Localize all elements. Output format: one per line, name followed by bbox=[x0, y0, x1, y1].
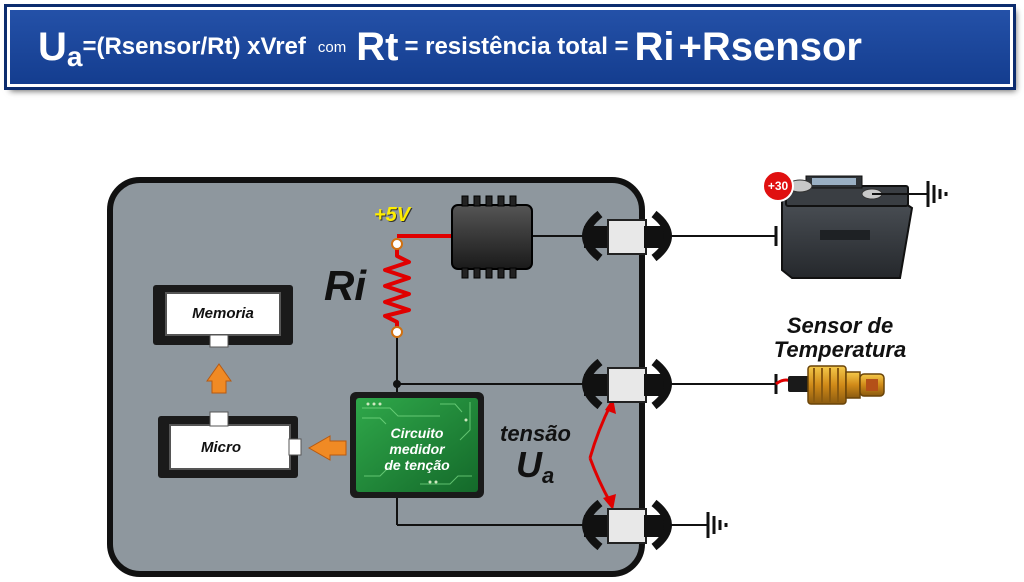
circuit-label-3: de tenção bbox=[384, 457, 450, 473]
formula-ua: U bbox=[38, 24, 67, 69]
ground-icon-ecu bbox=[706, 512, 728, 538]
arrow-circuit-to-micro bbox=[307, 435, 347, 461]
tensao-label: tensão bbox=[500, 421, 571, 446]
memoria-block bbox=[153, 285, 293, 348]
ground-icon-battery bbox=[926, 181, 948, 207]
connector-sensor bbox=[582, 358, 672, 410]
ua-arrow-down-head bbox=[603, 494, 616, 510]
sensor-label-1: Sensor de bbox=[786, 313, 894, 338]
temperature-sensor-icon bbox=[775, 365, 885, 405]
formula-part1: =(Rsensor/Rt) xVref bbox=[82, 33, 306, 60]
voltage-label: +5V bbox=[374, 204, 411, 226]
formula-ri: Ri bbox=[634, 24, 675, 69]
memoria-label: Memoria bbox=[192, 305, 254, 322]
circuit-label-2: medidor bbox=[389, 441, 445, 457]
resistor-terminal-bottom bbox=[391, 326, 403, 338]
measuring-circuit-pcb bbox=[350, 392, 484, 498]
formula-ua-sub: a bbox=[66, 41, 83, 72]
formula-part3: +Rsensor bbox=[678, 24, 862, 69]
circuit-label-1: Circuito bbox=[390, 425, 444, 441]
formula-part2: = resistência total = bbox=[404, 33, 629, 60]
resistor-terminal-top bbox=[391, 238, 403, 250]
micro-block bbox=[158, 411, 302, 478]
connector-ground bbox=[582, 499, 672, 551]
micro-label: Micro bbox=[200, 439, 241, 456]
connector-battery bbox=[582, 210, 672, 262]
ri-label: Ri bbox=[324, 262, 366, 309]
battery-icon bbox=[781, 175, 928, 279]
ecu-housing bbox=[107, 177, 645, 577]
junction-dot bbox=[393, 380, 401, 388]
ua-label-main: U bbox=[516, 444, 542, 485]
ua-label-sub: a bbox=[542, 463, 555, 488]
ua-label: Ua bbox=[516, 444, 555, 488]
formula-com: com bbox=[317, 38, 347, 56]
battery-terminal-badge bbox=[762, 170, 794, 202]
sensor-label-2: Temperatura bbox=[773, 337, 907, 362]
formula-rt: Rt bbox=[356, 24, 399, 69]
resistor-ri bbox=[383, 246, 411, 330]
arrow-micro-to-memoria bbox=[206, 363, 232, 394]
battery-terminal-label: +30 bbox=[767, 179, 789, 193]
ic-chip bbox=[451, 195, 533, 279]
